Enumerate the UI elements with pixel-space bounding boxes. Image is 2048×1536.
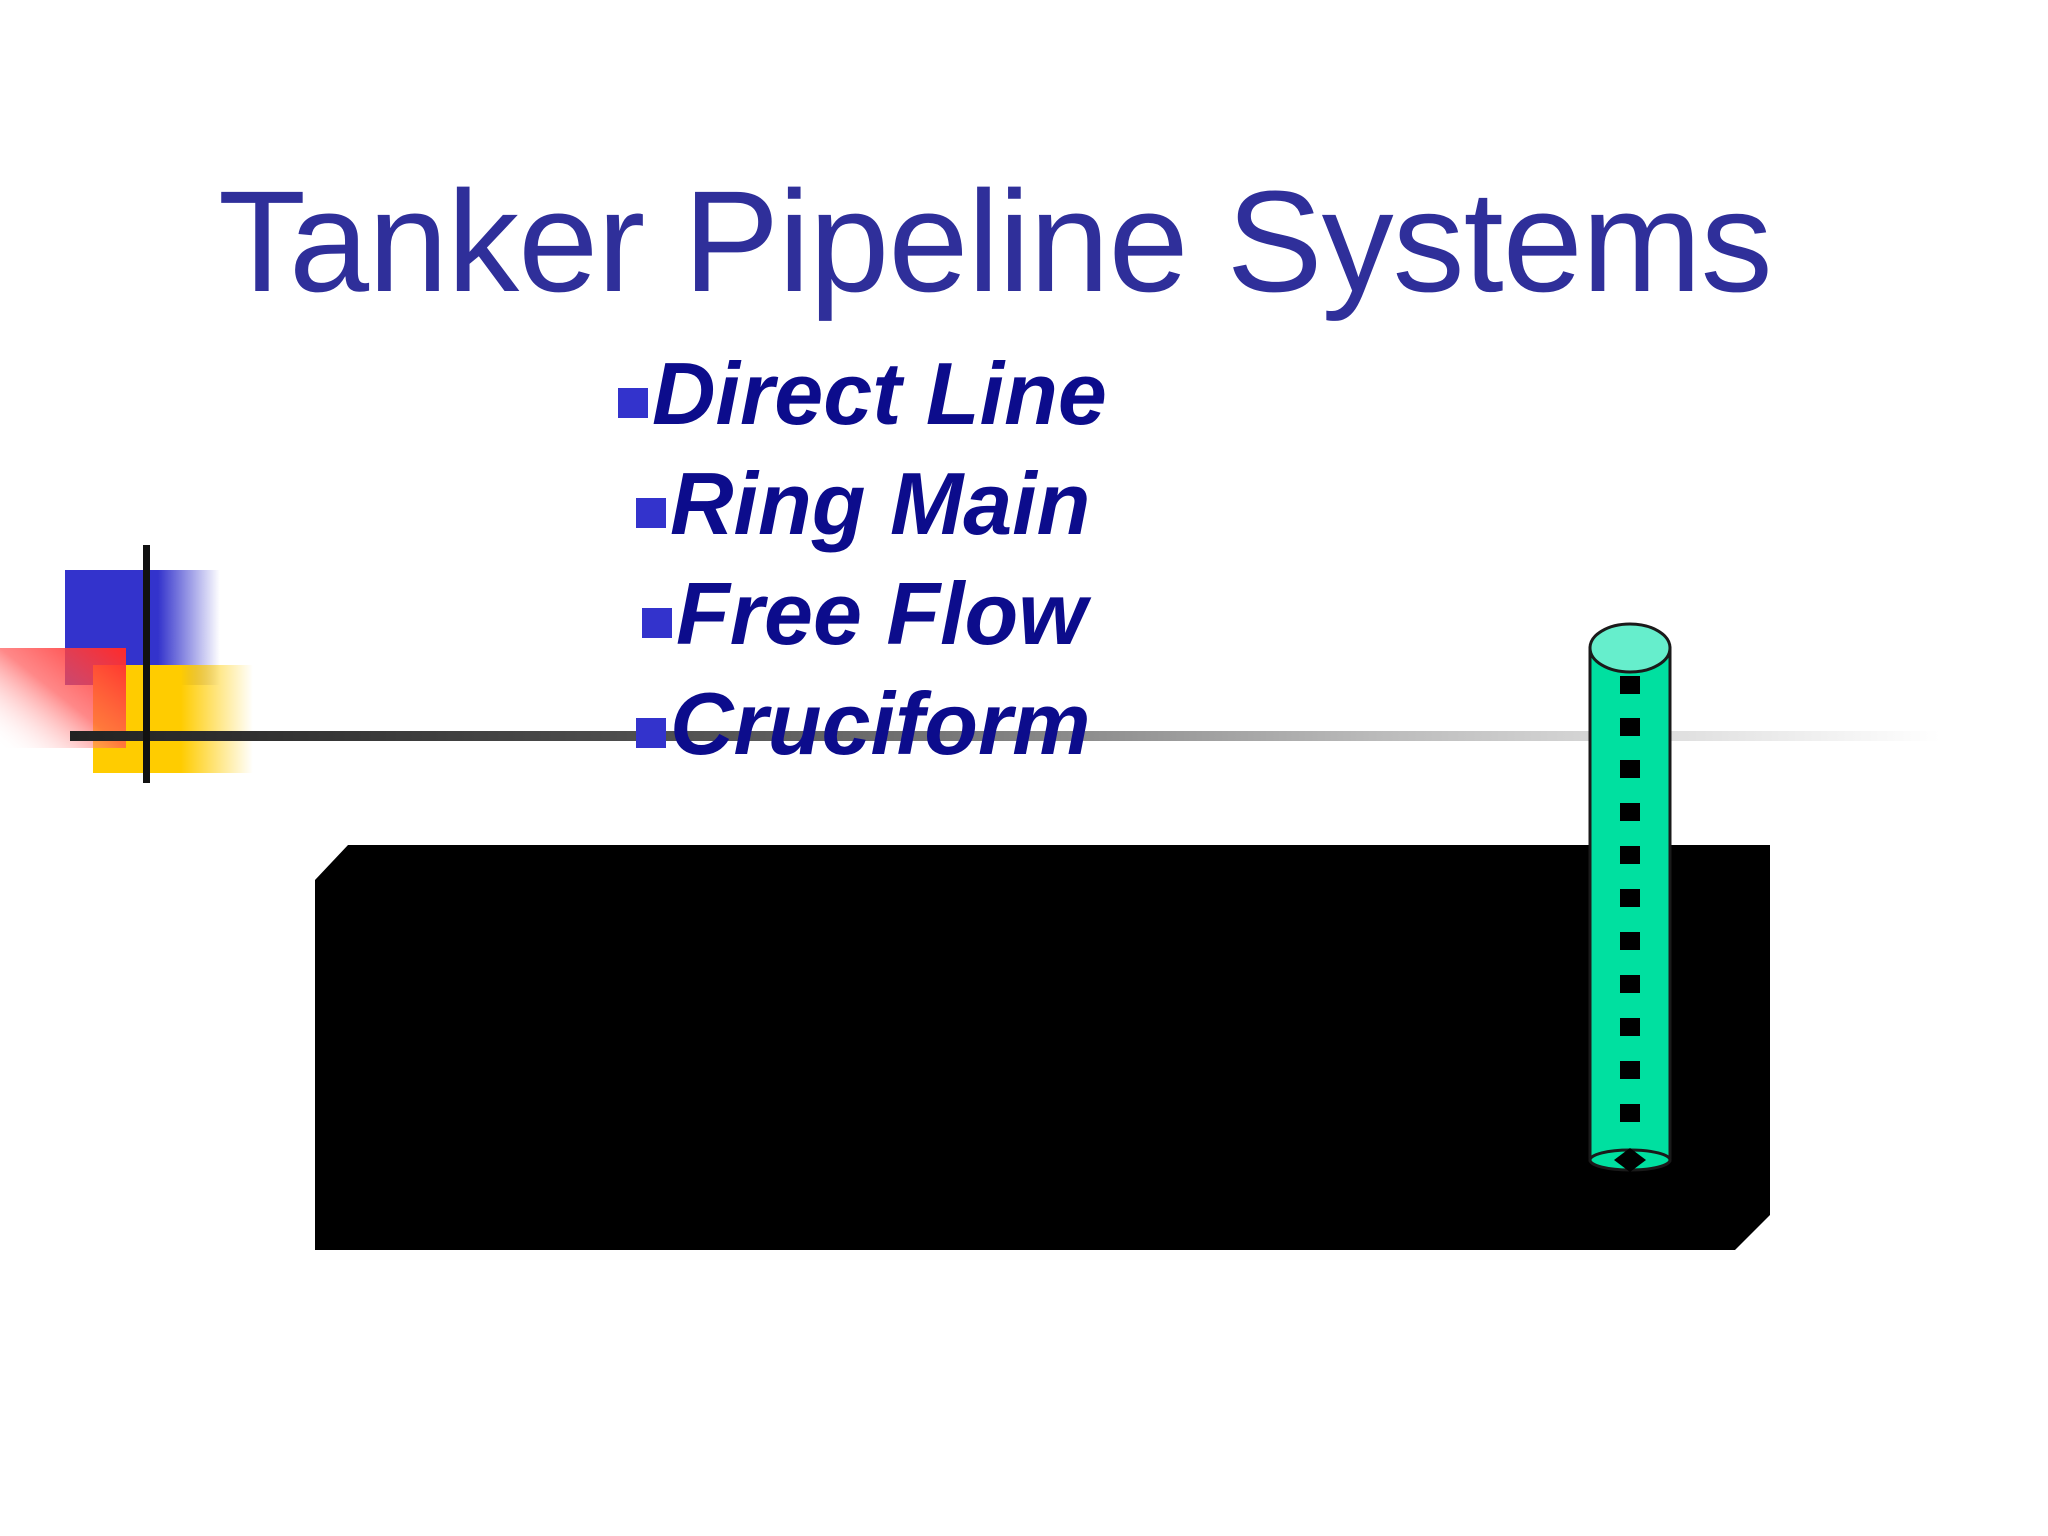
pipe-top: [1588, 622, 1672, 674]
pipe-dotted-line: [1620, 676, 1640, 1122]
decor-vertical-rule: [143, 545, 150, 783]
tank-body: [315, 845, 1770, 1250]
decor-horizontal-rule: [70, 731, 1940, 741]
pipe-end-marker: [1614, 1148, 1646, 1172]
slide-title: Tanker Pipeline Systems: [218, 161, 1773, 322]
